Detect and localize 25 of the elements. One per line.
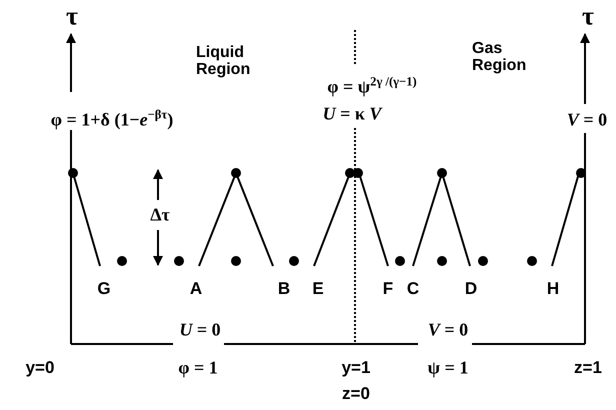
point-label: B (278, 280, 290, 298)
coordinate-label: z=1 (574, 359, 602, 377)
boundary-equation: ψ = 1 (428, 358, 468, 378)
step-label: Δτ (150, 206, 170, 224)
boundary-equation: φ = 1 (178, 358, 218, 378)
region-label: Liquid Region (196, 45, 252, 79)
boundary-equation: U = κ V (322, 104, 382, 124)
point-label: F (382, 280, 394, 298)
boundary-equation: V = 0 (566, 110, 608, 130)
point-label: H (546, 280, 560, 298)
region-label: Gas Region (472, 41, 528, 75)
point-label: G (97, 280, 111, 298)
coordinate-label: z=0 (342, 385, 370, 403)
coordinate-label: y=1 (342, 359, 370, 377)
coordinate-label: y=0 (26, 359, 54, 377)
point-label: C (406, 280, 420, 298)
boundary-equation: U = 0 (179, 320, 221, 340)
boundary-equation: φ = ψ$^{2γ /(γ−1)}$ (327, 76, 417, 96)
axis-label: τ (582, 2, 594, 30)
boundary-equation: V = 0 (428, 320, 468, 340)
boundary-equation: φ = 1+δ (1−e$^{−βτ}$) (50, 108, 174, 130)
axis-label: τ (66, 2, 78, 30)
point-label: D (464, 280, 478, 298)
point-label: A (190, 280, 202, 298)
point-label: E (312, 280, 324, 298)
